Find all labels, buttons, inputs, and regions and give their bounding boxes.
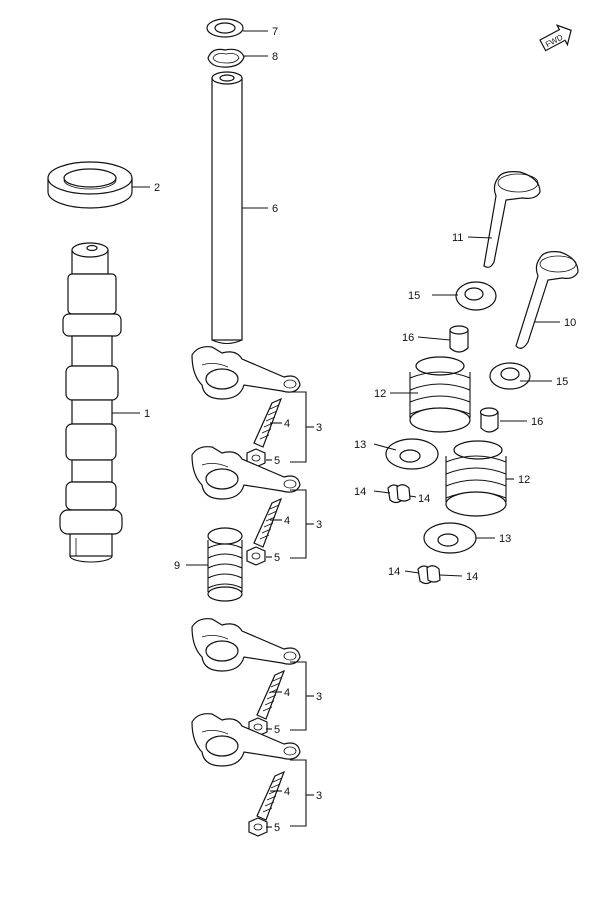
callout-7: 7 [272,26,278,38]
part-11-valve [483,171,541,268]
callout-1: 1 [144,408,150,420]
callout-15b: 15 [556,376,568,388]
callout-labels: 7 8 6 2 1 4 3 5 4 3 5 9 4 3 5 4 3 5 11 1… [144,26,576,834]
callout-16b: 16 [531,416,543,428]
part-7-washer [206,18,244,38]
callout-14a: 14 [354,486,366,498]
callout-4b: 4 [284,515,290,527]
callout-2: 2 [154,182,160,194]
part-16-stem-seal-b [479,407,499,433]
part-15-retainer-b [489,362,531,390]
callout-13a: 13 [354,439,366,451]
part-13-spring-seat-a [385,438,439,470]
callout-14c: 14 [388,566,400,578]
part-2-oil-seal [47,161,133,209]
callout-8: 8 [272,51,278,63]
callout-16a: 16 [402,332,414,344]
part-6-rocker-shaft [211,71,243,345]
callout-4c: 4 [284,687,290,699]
part-16-stem-seal-a [449,325,469,353]
rocker-arm-assembly-d [191,713,314,837]
callout-12b: 12 [518,474,530,486]
part-15-retainer-a [455,281,497,311]
callout-5a: 5 [274,455,280,467]
part-14-cotters-a [387,484,411,504]
part-8-gasket [207,48,245,68]
rocker-arm-assembly-a [191,346,314,468]
callout-3c: 3 [316,691,322,703]
fwd-arrow-icon: FWD [539,24,572,52]
callout-6: 6 [272,203,278,215]
callout-3a: 3 [316,422,322,434]
part-12-valve-spring-b [445,440,507,517]
callout-5c: 5 [274,724,280,736]
callout-5b: 5 [274,552,280,564]
callout-3d: 3 [316,790,322,802]
callout-9: 9 [174,560,180,572]
callout-4a: 4 [284,418,290,430]
part-10-valve [515,251,579,349]
callout-14b: 14 [418,493,430,505]
part-9-spring [207,527,243,602]
part-13-spring-seat-b [423,522,477,554]
callout-15a: 15 [408,290,420,302]
part-14-cotters-b [417,565,441,585]
rocker-arm-assembly-b [191,446,314,566]
callout-5d: 5 [274,822,280,834]
callout-14d: 14 [466,571,478,583]
part-12-valve-spring-a [409,356,471,433]
callout-11: 11 [452,232,463,244]
callout-10: 10 [564,317,576,329]
callout-4d: 4 [284,786,290,798]
leader-lines [112,30,560,577]
callout-3b: 3 [316,519,322,531]
callout-12a: 12 [374,388,386,400]
rocker-arm-assembly-c [191,618,314,737]
part-1-camshaft [59,242,123,563]
callout-13b: 13 [499,533,511,545]
